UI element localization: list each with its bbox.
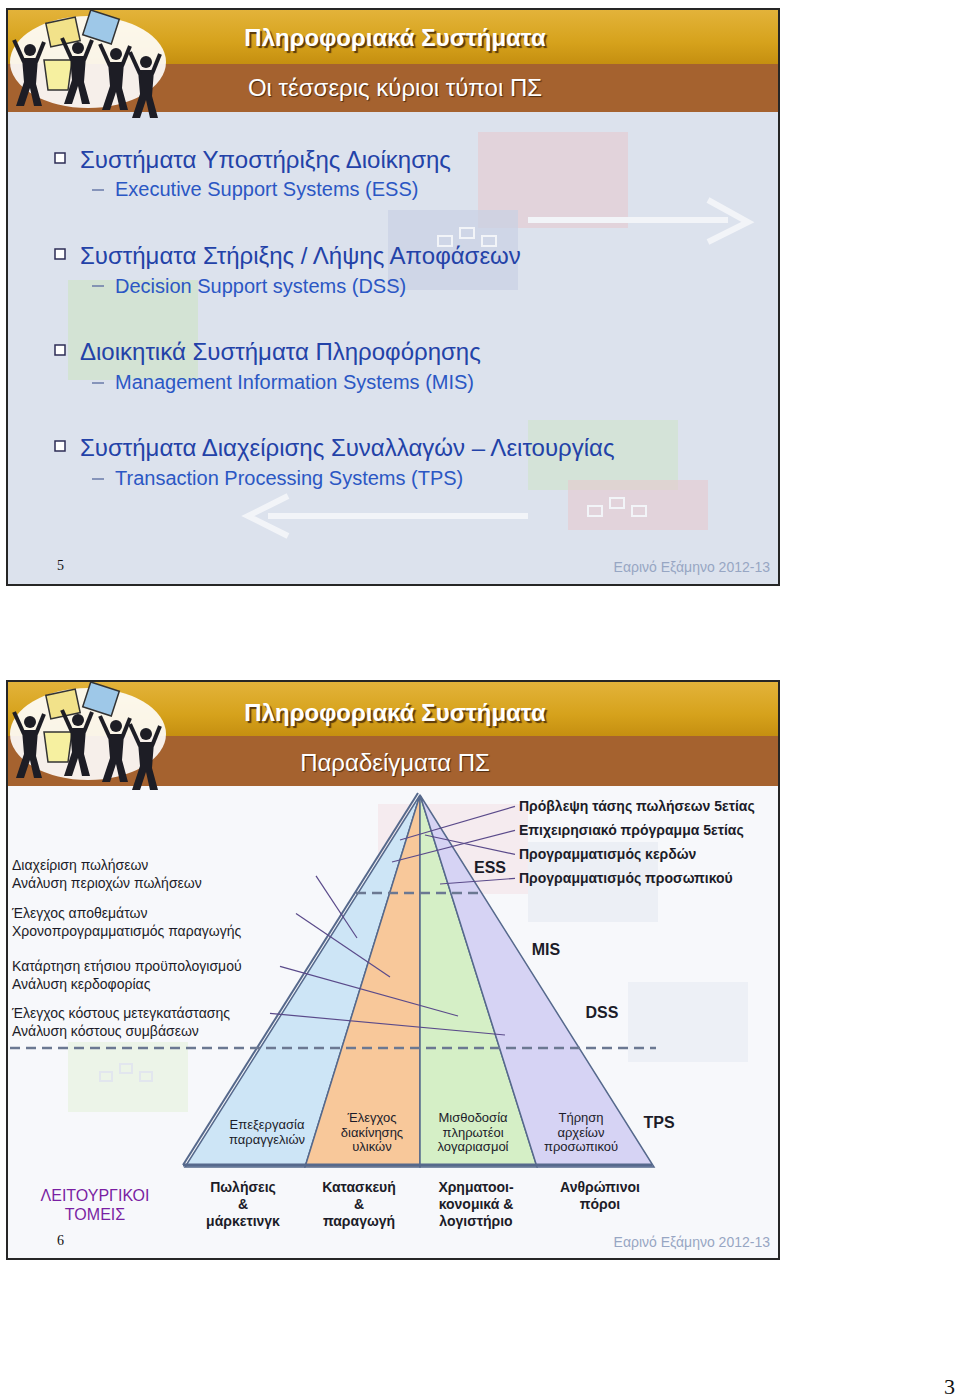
text-label: Έλεγχος κόστους μετεγκατάστασης <box>12 1005 230 1022</box>
page-number: 5 <box>57 558 64 575</box>
text-label: Πωλήσεις & μάρκετινγκ <box>206 1179 280 1229</box>
page-number: 6 <box>57 1233 64 1250</box>
text-label: Προγραμματισμός προσωπικού <box>519 870 733 887</box>
text-label: Ανάλυση κόστους συμβάσεων <box>12 1023 199 1040</box>
text-label: Management Information Systems (MIS) <box>115 370 474 394</box>
text-label: Κατάρτηση ετήσιου προϋπολογισμού <box>12 958 242 975</box>
text-label: Επιχειρησιακό πρόγραμμα 5ετίας <box>519 822 744 839</box>
text-label: Διαχείριση πωλήσεων <box>12 857 148 874</box>
text-label: Transaction Processing Systems (TPS) <box>115 466 463 490</box>
text-label: Συστήματα Υποστήριξης Διοίκησης <box>80 146 451 175</box>
text-label: Ανάλυση περιοχών πωλήσεων <box>12 875 202 892</box>
clip-art <box>8 682 178 784</box>
text-label: Ανθρώπινοι πόροι <box>560 1179 640 1213</box>
slide-title: Πληροφοριακά Συστήματα <box>244 699 545 728</box>
text-label: Ανάλυση κερδοφορίας <box>12 976 150 993</box>
text-label: ESS <box>474 858 506 877</box>
text-label: MIS <box>532 940 560 959</box>
text-label: Executive Support Systems (ESS) <box>115 177 418 201</box>
sector-label: Μισθοδοσία πληρωτέοι λογαριασμοί <box>438 1111 509 1156</box>
slide-title: Πληροφοριακά Συστήματα <box>244 24 545 53</box>
text-label: Χρονοπρογραμματισμός παραγωγής <box>12 923 241 940</box>
text-label: Προγραμματισμός κερδών <box>519 846 696 863</box>
text-label: Χρηματοοι- κονομικά & λογιστήριο <box>438 1179 513 1229</box>
slide-subtitle: Παραδείγματα ΠΣ <box>300 749 490 778</box>
sector-label: Επεξεργασία παραγγελιών <box>229 1118 305 1148</box>
text-label: Συστήματα Στήριξης / Λήψης Αποφάσεων <box>80 242 521 271</box>
text-label: Εαρινό Εξάμηνο 2012-13 <box>614 559 770 576</box>
text-label: DSS <box>586 1003 619 1022</box>
sector-label: Έλεγχος διακίνησης υλικών <box>341 1111 403 1156</box>
text-label: Έλεγχος αποθεμάτων <box>12 905 147 922</box>
slide-subtitle: Οι τέσσερις κύριοι τύποι ΠΣ <box>248 74 542 103</box>
page-number: 3 <box>944 1374 955 1398</box>
text-label: Εαρινό Εξάμηνο 2012-13 <box>614 1234 770 1251</box>
pyramid-sector: Έλεγχος διακίνησης υλικών <box>305 795 420 1167</box>
text-label: ΛΕΙΤΟΥΡΓΙΚΟΙ ΤΟΜΕΙΣ <box>41 1186 150 1224</box>
text-label: Decision Support systems (DSS) <box>115 274 406 298</box>
text-label: Συστήματα Διαχείρισης Συναλλαγών – Λειτο… <box>80 434 614 463</box>
clip-art <box>8 10 178 112</box>
text-label: Διοικητικά Συστήματα Πληροφόρησης <box>80 338 481 367</box>
sector-label: Τήρηση αρχείων προσωπικού <box>544 1111 618 1156</box>
text-label: Κατασκευή & παραγωγή <box>322 1179 396 1229</box>
text-label: Πρόβλεψη τάσης πωλήσεων 5ετίας <box>519 798 755 815</box>
text-label: TPS <box>643 1113 674 1132</box>
